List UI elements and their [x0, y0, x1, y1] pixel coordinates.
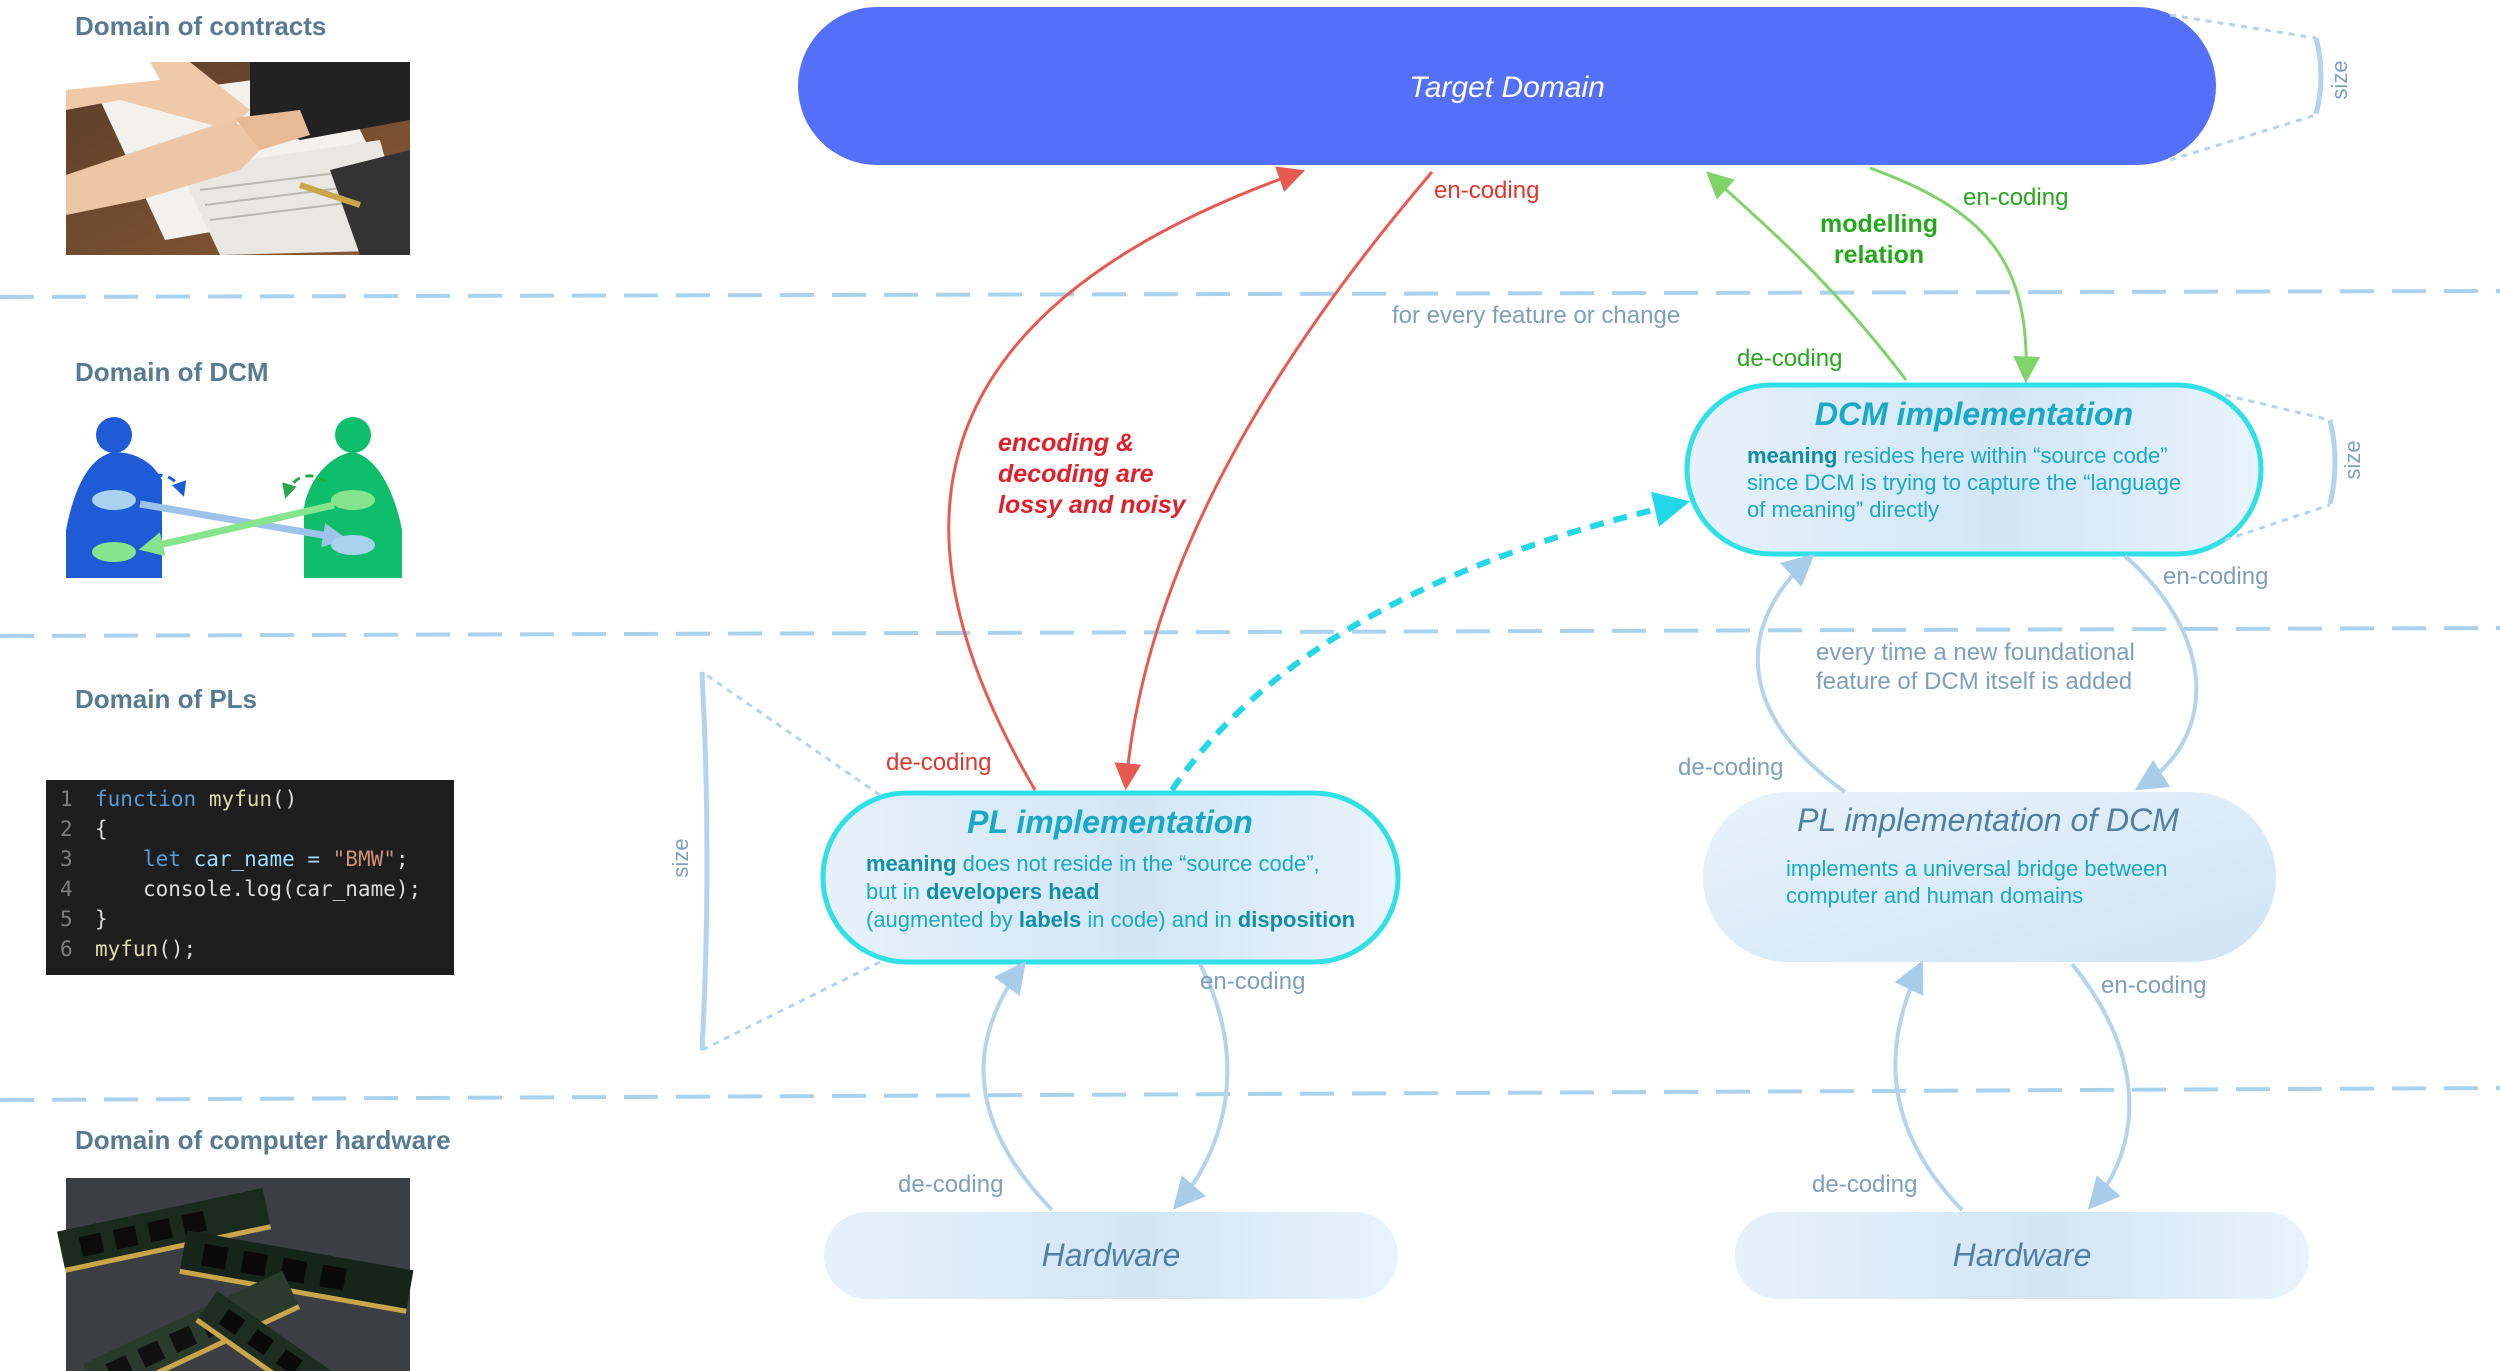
domain-label-pls: Domain of PLs	[75, 684, 257, 714]
target-domain-node	[798, 7, 2216, 165]
arrows	[947, 166, 2199, 1212]
size-label-dcm: size	[2340, 440, 2365, 479]
code-line-number: 1	[60, 787, 73, 811]
dcm-implementation-line-1: meaning resides here within “source code…	[1747, 443, 2168, 468]
code-line-6: myfun();	[95, 937, 196, 961]
size-label-target: size	[2327, 60, 2352, 99]
domain-label-hardware: Domain of computer hardware	[75, 1125, 451, 1155]
code-line-number: 5	[60, 907, 73, 931]
pl-implementation-node	[820, 790, 1401, 965]
code-line-4: console.log(car_name);	[143, 877, 421, 901]
code-line-number: 6	[60, 937, 73, 961]
domain-label-dcm: Domain of DCM	[75, 357, 269, 387]
code-line-5: }	[95, 907, 108, 931]
code-line-2: {	[95, 817, 108, 841]
code-line-number: 2	[60, 817, 73, 841]
label-de-coding-red: de-coding	[886, 749, 991, 776]
pl-implementation-title: PL implementation	[967, 804, 1253, 840]
pl-implementation-of-dcm-node	[1703, 792, 2276, 962]
label-de-coding-green: de-coding	[1737, 345, 1842, 372]
dcm-people-icon	[66, 417, 402, 578]
label-en-coding-pl-dcm: en-coding	[2101, 972, 2206, 999]
code-line-3: let car_name = "BMW";	[143, 847, 409, 871]
label-en-coding-dcm: en-coding	[2163, 563, 2268, 590]
label-lossy-1: encoding &	[998, 429, 1134, 457]
code-line-number: 4	[60, 877, 73, 901]
label-en-coding-pl: en-coding	[1200, 968, 1305, 995]
handshake-photo	[66, 62, 410, 255]
label-foundational-2: feature of DCM itself is added	[1816, 668, 2132, 695]
label-en-coding-green: en-coding	[1963, 184, 2068, 211]
label-relation: relation	[1834, 241, 1924, 269]
label-de-coding-dcm: de-coding	[1678, 754, 1783, 781]
label-de-coding-hw-left: de-coding	[898, 1171, 1003, 1198]
code-snippet: 1 2 3 4 5 6 function myfun() { let car_n…	[46, 780, 454, 975]
ram-photo	[57, 1178, 414, 1371]
pl-implementation-of-dcm-title: PL implementation of DCM	[1797, 802, 2179, 838]
hardware-right-label: Hardware	[1953, 1237, 2092, 1273]
size-brackets	[699, 13, 2338, 1052]
label-lossy-2: decoding are	[998, 460, 1154, 488]
pl-implementation-line-1: meaning does not reside in the “source c…	[866, 851, 1320, 876]
label-de-coding-hw-right: de-coding	[1812, 1171, 1917, 1198]
dcm-implementation-node	[1684, 382, 2264, 557]
pl-implementation-of-dcm-line-2: computer and human domains	[1786, 883, 2083, 908]
label-every-feature: for every feature or change	[1392, 302, 1680, 329]
label-foundational-1: every time a new foundational	[1816, 639, 2135, 666]
dcm-implementation-line-2: since DCM is trying to capture the “lang…	[1747, 470, 2181, 495]
dcm-implementation-line-3: of meaning” directly	[1747, 497, 1939, 522]
target-domain-label: Target Domain	[1409, 71, 1605, 104]
pl-implementation-line-2: but in developers head	[866, 879, 1100, 904]
hardware-node-right	[1735, 1212, 2309, 1299]
size-label-pl: size	[668, 838, 693, 877]
pl-implementation-line-3: (augmented by labels in code) and in dis…	[866, 907, 1355, 932]
label-lossy-3: lossy and noisy	[998, 491, 1187, 519]
domain-separators	[0, 289, 2500, 1102]
hardware-left-label: Hardware	[1042, 1237, 1181, 1273]
code-line-number: 3	[60, 847, 73, 871]
label-modelling: modelling	[1820, 210, 1938, 238]
domain-label-contracts: Domain of contracts	[75, 11, 326, 41]
hardware-node-left	[824, 1212, 1398, 1299]
code-line-1: function myfun()	[95, 787, 297, 811]
dcm-implementation-title: DCM implementation	[1815, 396, 2133, 432]
pl-implementation-of-dcm-line-1: implements a universal bridge between	[1786, 856, 2168, 881]
label-en-coding-red: en-coding	[1434, 177, 1539, 204]
